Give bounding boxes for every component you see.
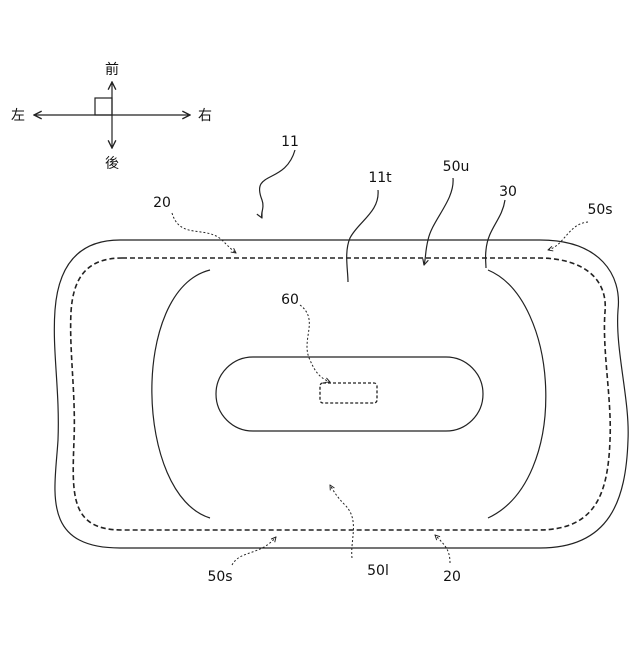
label-11: 11 (281, 134, 299, 150)
label-20-top: 20 (153, 195, 171, 211)
front-label: 前 (105, 61, 119, 78)
right-side-curve (488, 270, 546, 518)
label-60: 60 (281, 292, 299, 308)
back-label: 後 (105, 156, 119, 172)
outer-outline (54, 240, 628, 548)
central-pad (216, 357, 483, 431)
label-50s-bottom: 50s (207, 569, 232, 585)
component-60 (320, 383, 377, 403)
label-30: 30 (499, 184, 517, 200)
label-20-bottom: 20 (443, 569, 461, 585)
direction-compass: 前 後 左 右 (11, 61, 212, 172)
leader-11 (260, 150, 295, 218)
left-side-curve (152, 270, 210, 518)
left-label: 左 (11, 108, 25, 124)
leader-50s-top (548, 222, 588, 250)
leader-11t (347, 190, 378, 282)
label-50s-top: 50s (587, 202, 612, 218)
label-11t: 11t (368, 170, 392, 186)
leader-60 (300, 305, 330, 382)
leader-20-bottom (435, 535, 450, 563)
leader-50u (424, 178, 453, 265)
label-50u: 50u (443, 159, 470, 175)
right-angle-marker (95, 98, 112, 115)
label-50l: 50l (367, 563, 389, 579)
right-label: 右 (198, 108, 212, 124)
leader-50s-bottom (232, 537, 276, 565)
leader-50l (330, 485, 353, 558)
leader-20-top (172, 213, 236, 253)
